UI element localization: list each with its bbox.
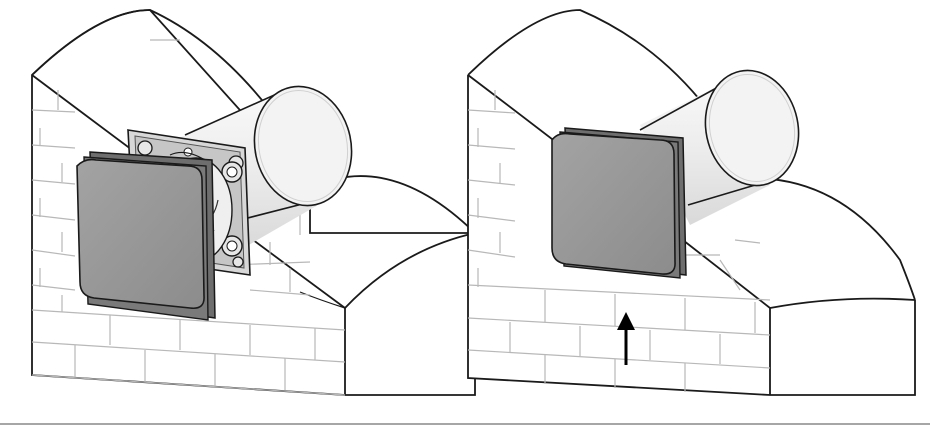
fan-cover-icon [551,127,687,279]
panel-right [467,9,916,396]
panel-left [31,9,476,396]
fan-cover-icon [76,151,216,321]
up-arrow-icon [617,312,635,365]
